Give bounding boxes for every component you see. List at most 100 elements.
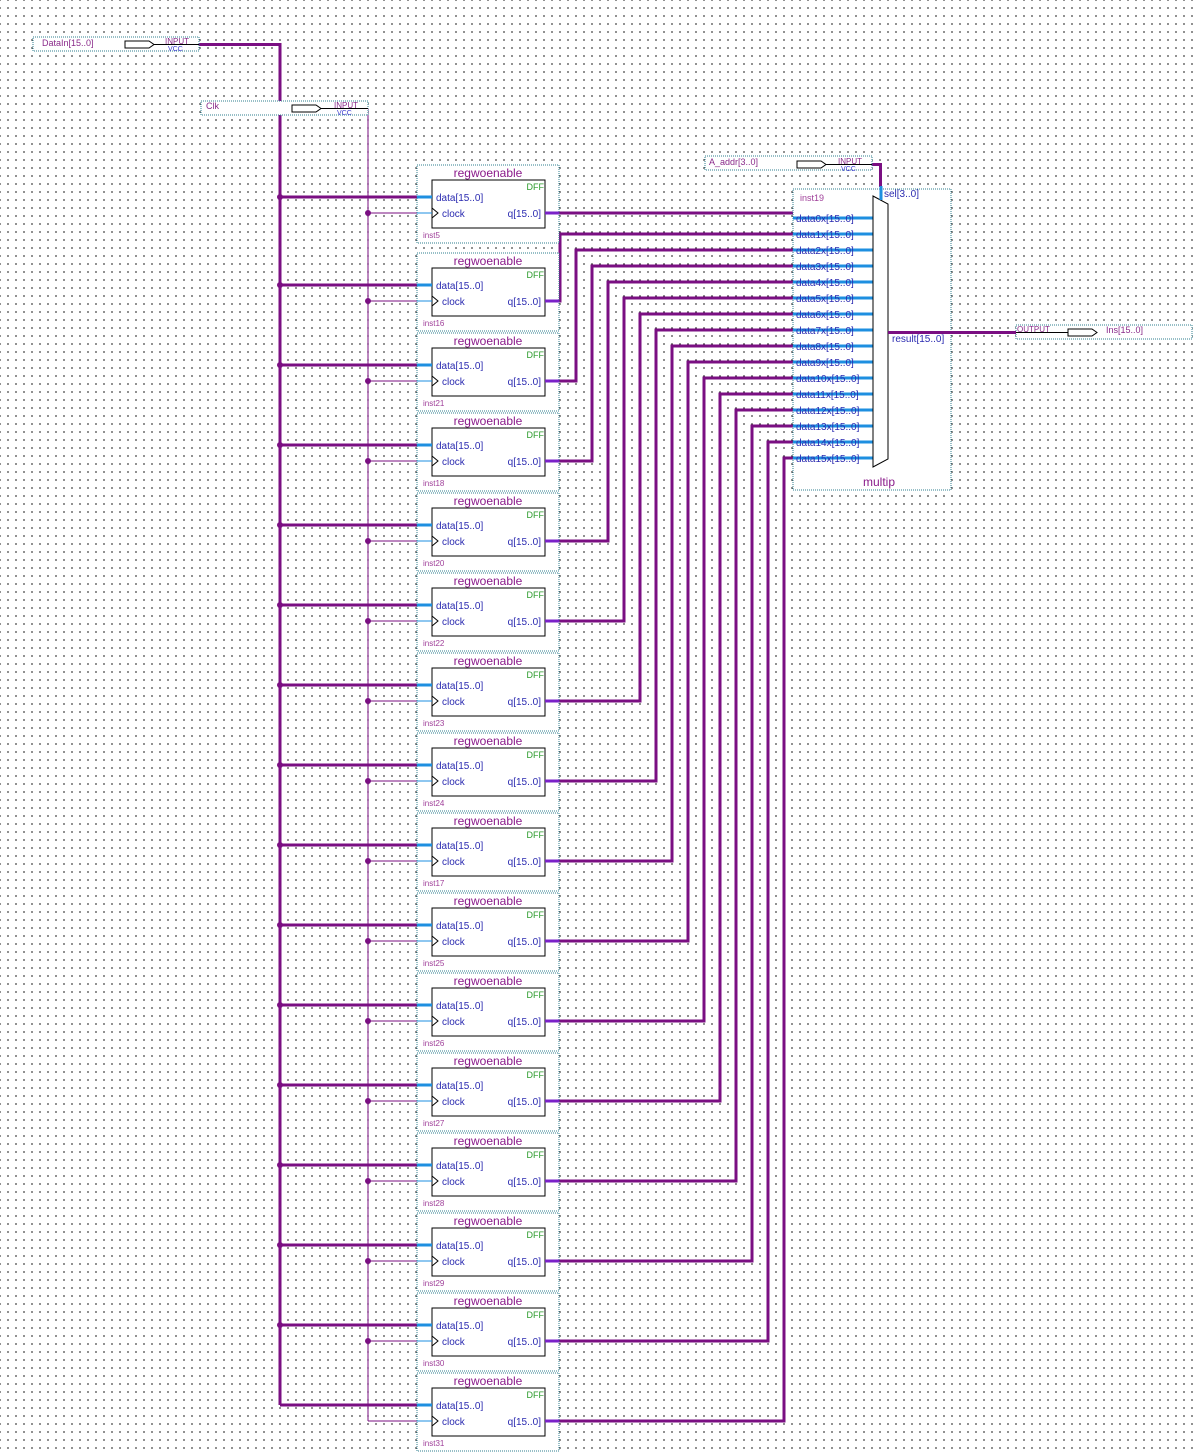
register-body (431, 987, 546, 1037)
clock-pin-label: clock (442, 1417, 466, 1428)
q-pin-label: q[15..0] (508, 777, 542, 788)
register-symbol-name: regwoenable (454, 814, 523, 828)
register-inst-label: inst29 (423, 1279, 445, 1288)
clock-edge-icon (431, 935, 439, 947)
mux-data-pin-label: data14x[15..0] (796, 438, 860, 449)
data-pin-label: data[15..0] (436, 1241, 483, 1252)
clock-pin-label: clock (442, 1017, 466, 1028)
register-body (431, 1067, 546, 1117)
input-pin-a-addr[interactable]: A_addr[3..0] INPUT VCC (704, 155, 873, 173)
mux-data-pin-label: data7x[15..0] (796, 326, 854, 337)
register-symbol-name: regwoenable (454, 254, 523, 268)
pin-name: Clk (206, 101, 219, 111)
q-pin-label: q[15..0] (508, 697, 542, 708)
register-symbol-name: regwoenable (454, 734, 523, 748)
register-inst-label: inst22 (423, 639, 445, 648)
clock-edge-icon (431, 1335, 439, 1347)
mux-data-pin-label: data6x[15..0] (796, 310, 854, 321)
dff-label: DFF (527, 830, 545, 840)
q-pin-label: q[15..0] (508, 1177, 542, 1188)
data-pin-label: data[15..0] (436, 841, 483, 852)
clock-pin-label: clock (442, 209, 466, 220)
q-pin-label: q[15..0] (508, 1337, 542, 1348)
register-symbol-name: regwoenable (454, 334, 523, 348)
q-pin-label: q[15..0] (508, 937, 542, 948)
clock-pin-label: clock (442, 537, 466, 548)
dff-label: DFF (527, 670, 545, 680)
junction-dot (277, 1002, 283, 1008)
q-to-mux-wire (545, 424, 873, 1263)
clock-pin-label: clock (442, 1337, 466, 1348)
junction-dot (277, 362, 283, 368)
register-symbol-name: regwoenable (454, 1374, 523, 1388)
data-pin-label: data[15..0] (436, 761, 483, 772)
register-symbol-name: regwoenable (454, 1054, 523, 1068)
dff-label: DFF (527, 910, 545, 920)
mux-data-pin-label: data13x[15..0] (796, 422, 860, 433)
register-body (431, 667, 546, 717)
input-pin-clk[interactable]: Clk INPUT VCC (200, 100, 369, 117)
clock-edge-icon (431, 775, 439, 787)
dff-label: DFF (527, 1150, 545, 1160)
register-symbol-name: regwoenable (454, 414, 523, 428)
q-to-mux-wire (545, 264, 873, 463)
junction-dot (277, 602, 283, 608)
result-pin-label: result[15..0] (892, 334, 944, 345)
register-symbol-name: regwoenable (454, 974, 523, 988)
pin-kind: INPUT (838, 157, 862, 166)
input-arrow-icon (291, 104, 322, 113)
junction-dot (277, 1162, 283, 1168)
register-body (431, 1387, 546, 1437)
input-arrow-icon (124, 40, 155, 49)
q-pin-label: q[15..0] (508, 1097, 542, 1108)
register-symbol-name: regwoenable (454, 1214, 523, 1228)
clock-pin-label: clock (442, 617, 466, 628)
junction-dot (365, 938, 371, 944)
mux-data-pin-label: data2x[15..0] (796, 246, 854, 257)
q-pin-label: q[15..0] (508, 457, 542, 468)
data-pin-label: data[15..0] (436, 193, 483, 204)
dff-label: DFF (527, 750, 545, 760)
data-pin-label: data[15..0] (436, 681, 483, 692)
register-inst-label: inst5 (423, 231, 440, 240)
clock-pin-label: clock (442, 377, 466, 388)
mux-data-pin-label: data12x[15..0] (796, 406, 860, 417)
output-pin-ins[interactable]: OUTPUT Ins[15..0] (1015, 324, 1193, 340)
q-pin-label: q[15..0] (508, 537, 542, 548)
mux-inst19[interactable]: inst19 multip data0x[15..0]data1x[15..0]… (792, 186, 952, 491)
register-inst-label: inst18 (423, 479, 445, 488)
input-pin-datain[interactable]: DataIn[15..0] INPUT VCC (32, 36, 200, 53)
q-pin-label: q[15..0] (508, 1257, 542, 1268)
register-body (431, 267, 546, 317)
q-to-mux-wire (545, 248, 873, 383)
junction-dot (365, 1338, 371, 1344)
dff-label: DFF (527, 182, 545, 192)
junction-dot (277, 1242, 283, 1248)
clock-edge-icon (431, 1175, 439, 1187)
register-inst-label: inst24 (423, 799, 445, 808)
pin-vcc: VCC (841, 166, 856, 173)
q-to-mux-wire (545, 408, 873, 1183)
junction-dot (365, 858, 371, 864)
clock-edge-icon (431, 455, 439, 467)
dff-label: DFF (527, 270, 545, 280)
q-to-mux-wire (545, 280, 873, 543)
q-pin-label: q[15..0] (508, 209, 542, 220)
